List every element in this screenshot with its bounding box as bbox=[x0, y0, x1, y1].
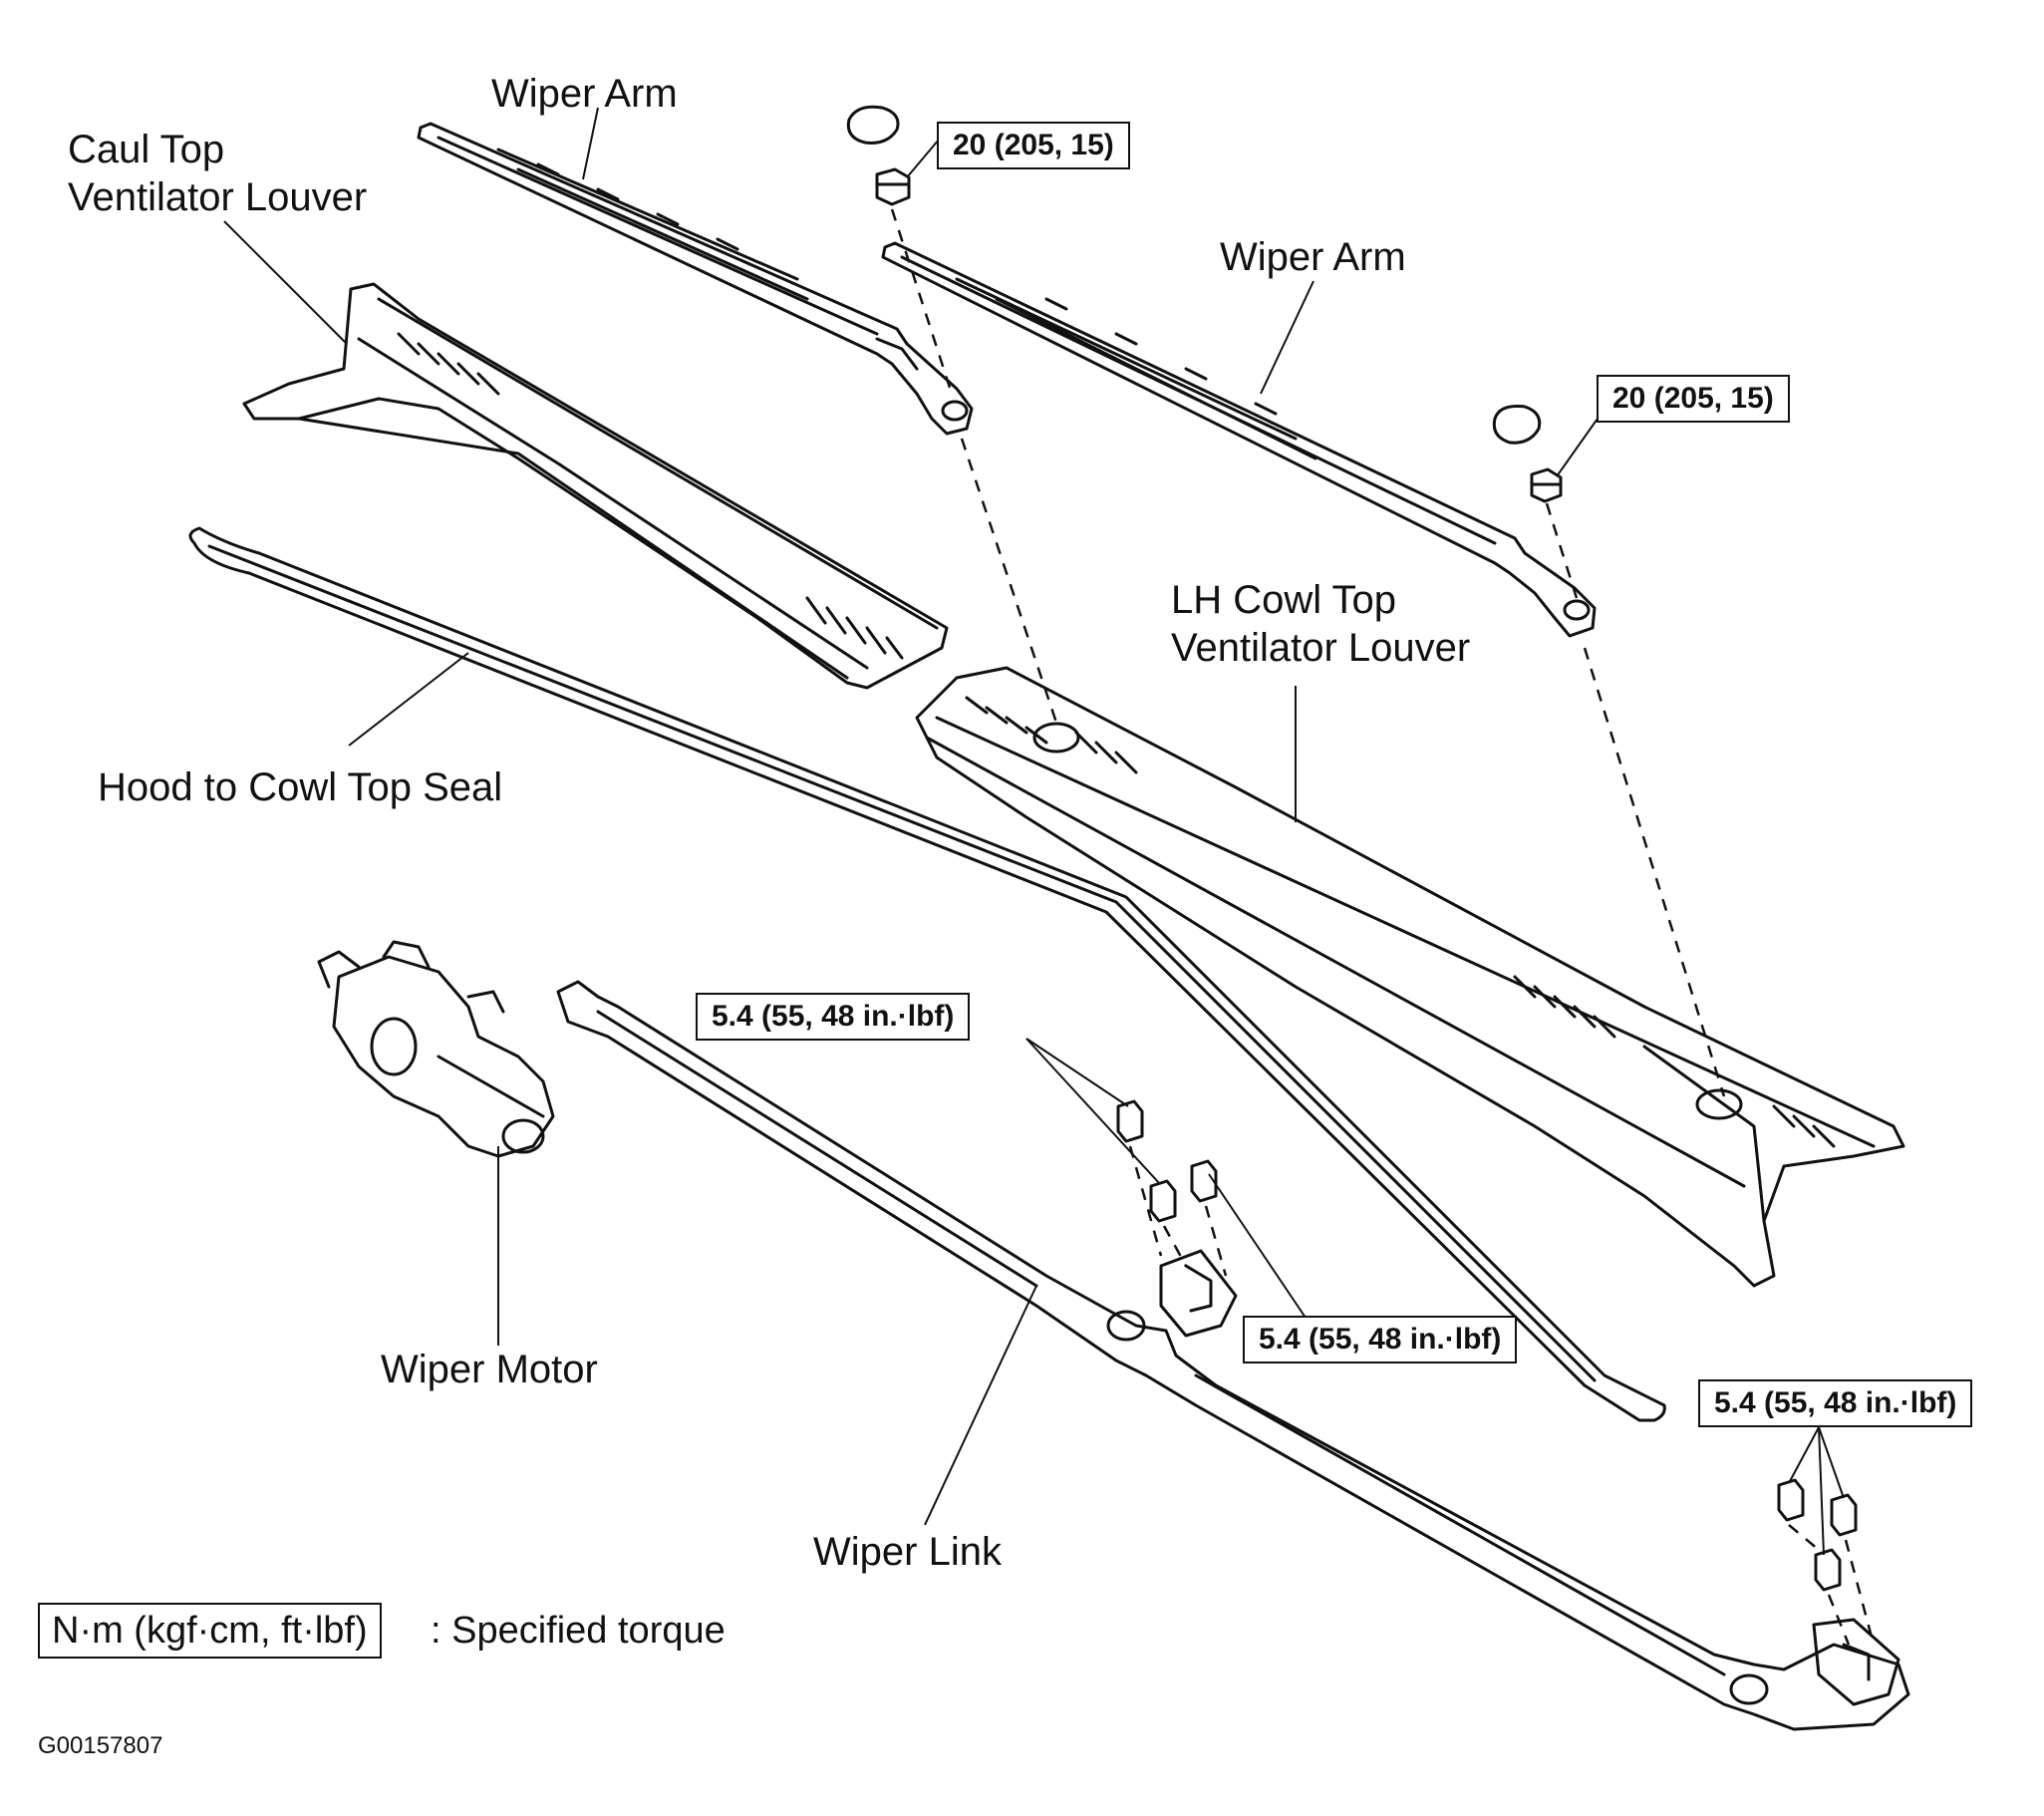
wiper-link-drawing bbox=[556, 980, 1910, 1731]
torque-callout-bolt-link-right: 5.4 (55, 48 in.·lbf) bbox=[1698, 1379, 1973, 1427]
legend-meaning: : Specified torque bbox=[431, 1610, 726, 1652]
leader-nut-right bbox=[1556, 418, 1599, 477]
label-lh-cowl-top-ventilator-louver: LH Cowl Top Ventilator Louver bbox=[1171, 576, 1470, 672]
leader-wiper-link bbox=[924, 1285, 1037, 1526]
wiper-motor-drawing bbox=[317, 940, 555, 1158]
nut-right bbox=[1530, 467, 1563, 503]
leader-bolt-right-c bbox=[1818, 1426, 1845, 1499]
lh-louver-drawing bbox=[915, 666, 1905, 1288]
label-caul-louver-line2: Ventilator Louver bbox=[68, 175, 368, 219]
legend-units-box: N·m (kgf·cm, ft·lbf) bbox=[38, 1603, 382, 1659]
bolts-drawing bbox=[1116, 1099, 1858, 1592]
figure-id: G00157807 bbox=[38, 1732, 163, 1759]
nut-upper bbox=[875, 167, 911, 206]
torque-callout-bolt-link-upper: 5.4 (55, 48 in.·lbf) bbox=[696, 993, 971, 1041]
leader-bolt-mid bbox=[1208, 1173, 1307, 1319]
label-wiper-link: Wiper Link bbox=[813, 1530, 1002, 1574]
leader-wiper-arm-right bbox=[1260, 280, 1314, 395]
leader-caul-louver bbox=[223, 220, 348, 345]
torque-callout-nut-right: 20 (205, 15) bbox=[1597, 375, 1790, 423]
leader-bolt-right-a bbox=[1788, 1426, 1820, 1484]
label-wiper-motor: Wiper Motor bbox=[381, 1348, 598, 1391]
leader-nut-upper bbox=[906, 139, 940, 178]
leader-hood-seal bbox=[348, 652, 469, 747]
cap-right bbox=[1492, 405, 1542, 445]
wiper-arm-right-drawing bbox=[881, 241, 1597, 638]
leader-wiper-arm-upper bbox=[582, 107, 599, 180]
wiper-arm-left-drawing bbox=[417, 122, 974, 436]
hood-seal-drawing bbox=[188, 526, 1666, 1422]
caul-louver-drawing bbox=[242, 282, 949, 690]
label-caul-louver-line1: Caul Top bbox=[68, 128, 225, 171]
label-wiper-arm-upper: Wiper Arm bbox=[491, 72, 678, 116]
label-hood-to-cowl-top-seal: Hood to Cowl Top Seal bbox=[98, 765, 503, 809]
label-caul-top-ventilator-louver: Caul Top Ventilator Louver bbox=[68, 126, 367, 221]
label-wiper-arm-right: Wiper Arm bbox=[1220, 235, 1406, 279]
label-lh-louver-line1: LH Cowl Top bbox=[1171, 578, 1397, 622]
leader-bolt-upper-a bbox=[1025, 1038, 1129, 1107]
cap-upper bbox=[846, 105, 900, 145]
torque-callout-nut-upper: 20 (205, 15) bbox=[937, 122, 1130, 169]
leader-bolt-upper-b bbox=[1025, 1038, 1161, 1185]
torque-callout-bolt-link-mid: 5.4 (55, 48 in.·lbf) bbox=[1243, 1316, 1518, 1363]
leader-bolt-right-b bbox=[1818, 1426, 1825, 1556]
label-lh-louver-line2: Ventilator Louver bbox=[1171, 626, 1471, 670]
